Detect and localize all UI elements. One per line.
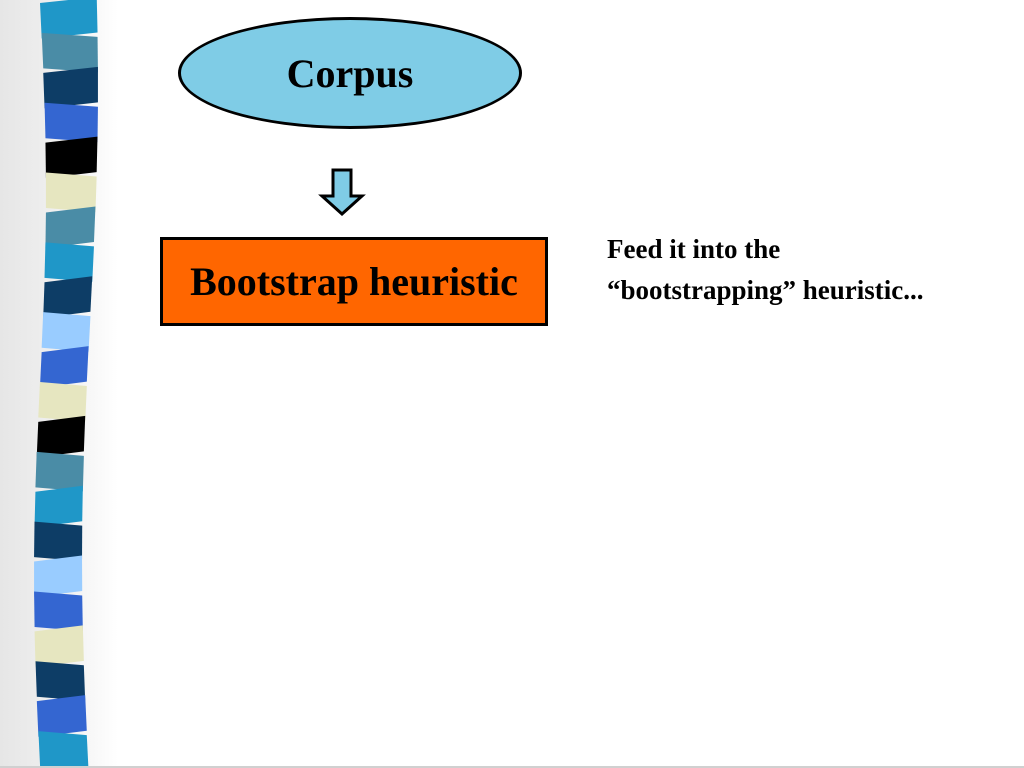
stripe-band [38,382,87,422]
corpus-node: Corpus [178,17,522,129]
stripe-band [43,66,98,109]
bootstrap-heuristic-node: Bootstrap heuristic [160,237,548,326]
stripe-band [34,591,83,631]
stripe-band [45,136,98,179]
stripe-band [38,731,89,768]
stripe-band [41,312,91,352]
caption-line-2: “bootstrapping” heuristic... [607,275,924,305]
bottom-divider [0,766,1024,768]
bootstrap-heuristic-label: Bootstrap heuristic [190,259,518,304]
stripe-band [43,276,93,318]
down-arrow-icon [318,168,366,216]
stripe-band [35,451,84,492]
caption-line-1: Feed it into the [607,234,781,264]
stripe-band [35,661,86,701]
stripe-band [34,521,83,562]
stripe-band [45,206,96,248]
decorative-stripe-strip [34,0,98,768]
stripe-band [34,485,83,528]
stripe-band [41,32,98,73]
caption-text: Feed it into the “bootstrapping” heurist… [607,229,1017,311]
stripe-band [39,346,89,388]
stripe-band [36,695,87,737]
stripe-band [44,242,94,282]
stripe-band [36,415,86,458]
stripe-band [45,172,97,213]
stripe-band [34,555,83,598]
corpus-label: Corpus [286,50,414,96]
stripe-band [40,0,98,39]
stripe-band [44,102,98,143]
stripe-band [34,625,84,667]
